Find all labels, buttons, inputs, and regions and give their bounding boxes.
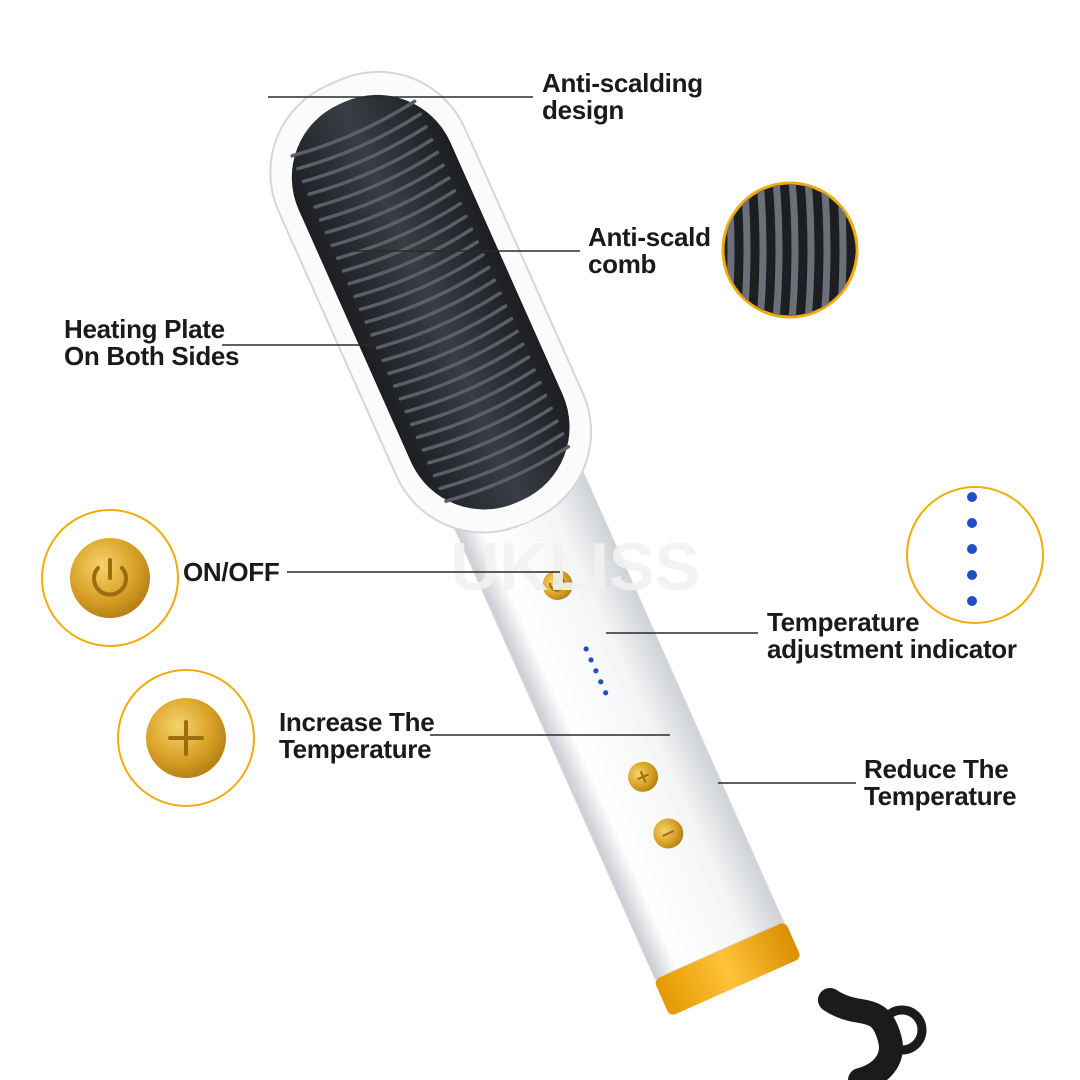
- label-line: comb: [588, 249, 657, 279]
- increase-button[interactable]: [623, 757, 663, 797]
- label-line: On Both Sides: [64, 341, 240, 371]
- bristle-row: [444, 444, 571, 503]
- watermark: UKLISS: [450, 529, 699, 605]
- power-icon: [92, 566, 128, 597]
- indicator-zoom-dot: [967, 596, 977, 606]
- indicator-dot: [583, 646, 589, 652]
- bristle-row: [307, 137, 434, 196]
- hair-brush: [269, 70, 800, 1015]
- power-button-zoom: [41, 509, 179, 647]
- label-heating-plate: Heating Plate On Both Sides: [64, 314, 240, 371]
- temperature-indicator-dots: [583, 646, 609, 696]
- plus-icon: [168, 720, 204, 756]
- bristle-row: [313, 150, 440, 209]
- indicator-zoom-dot: [967, 492, 977, 502]
- bristle-row: [301, 125, 428, 184]
- bristle-row: [370, 278, 497, 337]
- indicator-zoom-dot: [967, 544, 977, 554]
- label-line: design: [542, 95, 624, 125]
- bristle-row: [438, 432, 565, 491]
- zoom-bristle: [756, 184, 767, 316]
- bristle-row: [375, 291, 502, 350]
- indicator-dot: [593, 668, 599, 674]
- bristle-row: [341, 214, 468, 273]
- label-line: adjustment indicator: [767, 634, 1017, 664]
- bristle-row: [421, 393, 548, 452]
- anti-scald-bristles: [290, 99, 571, 503]
- zoom-bristle: [772, 184, 783, 316]
- label-anti-scald-comb: Anti-scald comb: [588, 224, 711, 278]
- orange-end-cap: [655, 923, 800, 1015]
- bristle-row: [318, 163, 445, 222]
- power-cord: [818, 988, 903, 1080]
- indicator-zoom-dot: [967, 518, 977, 528]
- bristle-row: [392, 329, 519, 388]
- bristle-row: [427, 406, 554, 465]
- bristle-row: [364, 265, 491, 324]
- label-reduce-temperature: Reduce The Temperature: [864, 754, 1017, 811]
- bristle-row: [404, 355, 531, 414]
- label-line: ON/OFF: [183, 557, 280, 587]
- label-anti-scalding-design: Anti-scalding design: [542, 70, 703, 124]
- indicator-detail-zoom: [906, 486, 1044, 624]
- bristle-row: [324, 176, 451, 235]
- comb-detail-zoom: [721, 181, 859, 319]
- leader-lines: [222, 96, 856, 784]
- bristle-row: [347, 227, 474, 286]
- zoom-bristle: [724, 184, 735, 316]
- indicator-zoom-dots: [967, 492, 977, 606]
- bristle-row: [335, 201, 462, 260]
- bristle-row: [353, 240, 479, 299]
- label-line: Anti-scalding: [542, 68, 703, 98]
- label-line: Increase The: [279, 707, 435, 737]
- indicator-zoom-dot: [967, 570, 977, 580]
- zoom-bristle: [804, 184, 815, 316]
- label-temperature-indicator: Temperature adjustment indicator: [767, 609, 1017, 663]
- bristle-row: [387, 317, 514, 376]
- hanging-loop: [877, 1005, 927, 1055]
- bristle-row: [432, 419, 559, 478]
- zoom-bristle: [836, 184, 847, 316]
- decrease-button[interactable]: [649, 814, 689, 854]
- power-button[interactable]: [538, 565, 578, 605]
- bristle-row: [410, 368, 536, 427]
- indicator-dot: [588, 657, 594, 663]
- zoom-bristle: [820, 184, 831, 316]
- indicator-dot: [603, 690, 609, 696]
- bristle-row: [330, 189, 457, 248]
- bristle-row: [415, 380, 542, 439]
- bristle-row: [290, 99, 417, 158]
- label-on-off: ON/OFF: [183, 557, 280, 587]
- zoom-bristle: [788, 184, 799, 316]
- bristle-row: [398, 342, 525, 401]
- label-line: Anti-scald: [588, 222, 711, 252]
- label-line: Reduce The: [864, 754, 1009, 784]
- label-line: Heating Plate: [64, 314, 225, 344]
- label-line: Temperature: [767, 607, 920, 637]
- bristle-row: [381, 304, 508, 363]
- bristle-row: [358, 253, 485, 312]
- label-increase-temperature: Increase The Temperature: [279, 707, 435, 764]
- label-line: Temperature: [864, 781, 1017, 811]
- bristle-row: [296, 112, 423, 171]
- increase-button-zoom: [117, 669, 255, 807]
- label-line: Temperature: [279, 734, 432, 764]
- indicator-dot: [598, 679, 604, 685]
